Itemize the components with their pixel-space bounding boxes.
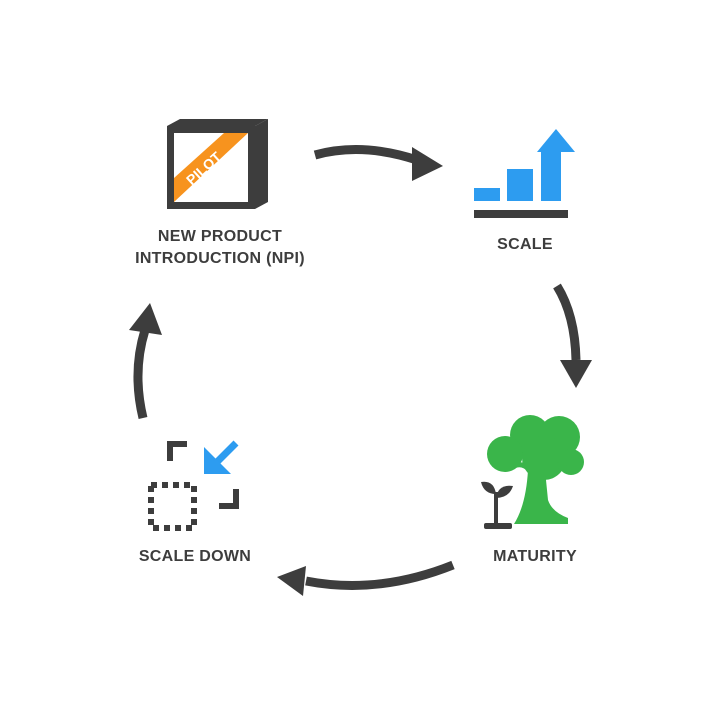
scale-down-icon <box>148 440 239 531</box>
scale-down-label: SCALE DOWN <box>138 548 252 565</box>
sprout-icon <box>481 481 513 529</box>
scale-bars-icon <box>474 129 575 218</box>
scale-label: SCALE <box>497 236 553 253</box>
tree-icon <box>487 415 584 524</box>
pilot-box-icon: PILOT <box>167 119 268 209</box>
npi-label-line2: INTRODUCTION (NPI) <box>135 250 305 267</box>
npi-label-line1: NEW PRODUCT <box>157 228 283 245</box>
maturity-label: MATURITY <box>493 548 577 565</box>
arrow-npi-to-scale <box>313 145 443 181</box>
npi-label: NEW PRODUCT INTRODUCTION (NPI) <box>110 226 330 270</box>
arrow-scaledown-to-npi <box>129 303 162 420</box>
arrow-maturity-to-scaledown <box>277 560 455 596</box>
arrow-scale-to-maturity <box>553 283 592 388</box>
